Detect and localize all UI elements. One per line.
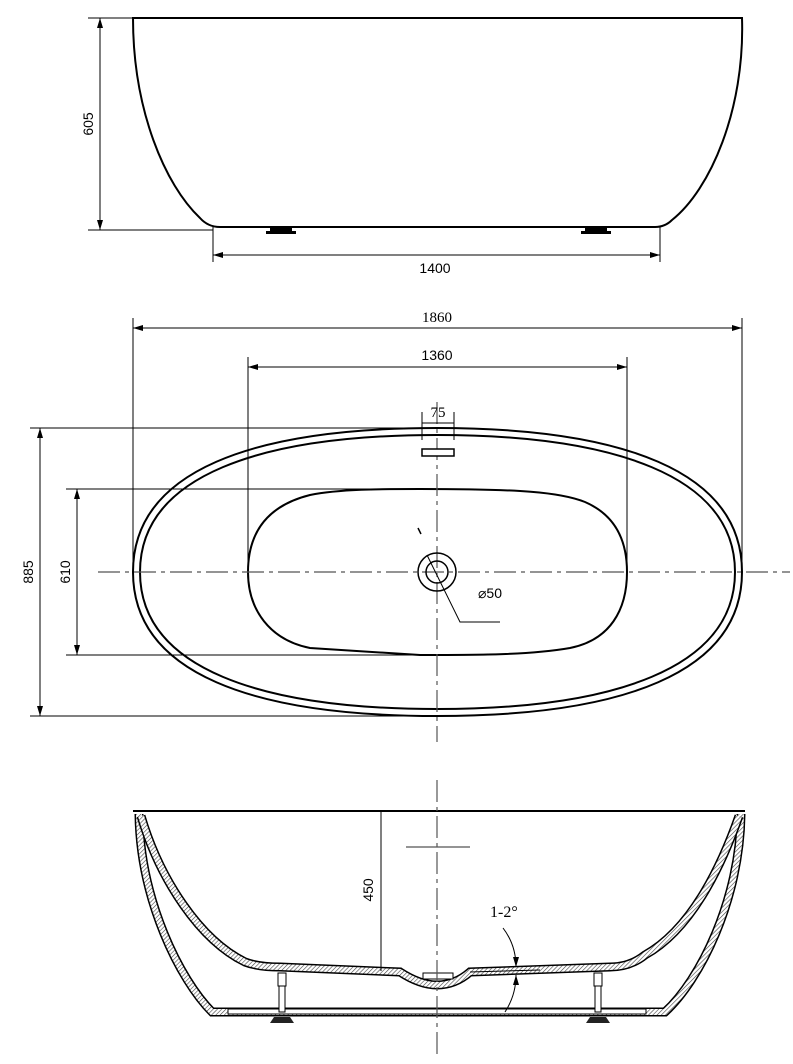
dimension-overall-width: 885	[20, 427, 437, 717]
leg	[586, 972, 610, 1023]
drain-leader	[426, 554, 500, 623]
drain-outer-icon	[417, 552, 457, 592]
shell-inner-wall	[136, 814, 744, 990]
plan-view: ⌀50 1860 1360 75 885	[20, 310, 790, 742]
overall-length-label: 1860	[422, 310, 452, 326]
side-elevation: 605 1400	[80, 17, 744, 276]
dimension-inner-length: 1360	[247, 347, 628, 570]
dimension-base-length: 1400	[212, 227, 661, 276]
overall-width-label: 885	[20, 560, 36, 584]
dimension-inner-width: 610	[57, 488, 420, 656]
drain-inner-icon	[425, 560, 449, 584]
overflow-slot	[421, 448, 455, 457]
drain-label: ⌀50	[478, 585, 502, 601]
foot	[581, 227, 611, 234]
dimension-overflow-width: 75	[421, 405, 455, 440]
depth-label: 450	[360, 878, 376, 902]
inner-length-label: 1360	[421, 347, 452, 363]
dimension-slope: 1-2°	[469, 904, 541, 1013]
dimension-overall-length: 1860	[132, 310, 743, 572]
tub-basin	[246, 487, 629, 657]
slope-label: 1-2°	[490, 904, 518, 921]
section-view: 450 1-2°	[133, 780, 746, 1056]
dimension-depth: 450	[360, 811, 382, 971]
inner-width-label: 610	[57, 560, 73, 584]
leg	[270, 972, 294, 1023]
base-length-label: 1400	[419, 260, 450, 276]
height-label: 605	[80, 112, 96, 136]
tub-side-outline	[131, 17, 744, 228]
drain-fitting	[422, 972, 454, 980]
dimension-height: 605	[80, 17, 213, 231]
foot	[266, 227, 296, 234]
overflow-width-label: 75	[431, 405, 446, 421]
